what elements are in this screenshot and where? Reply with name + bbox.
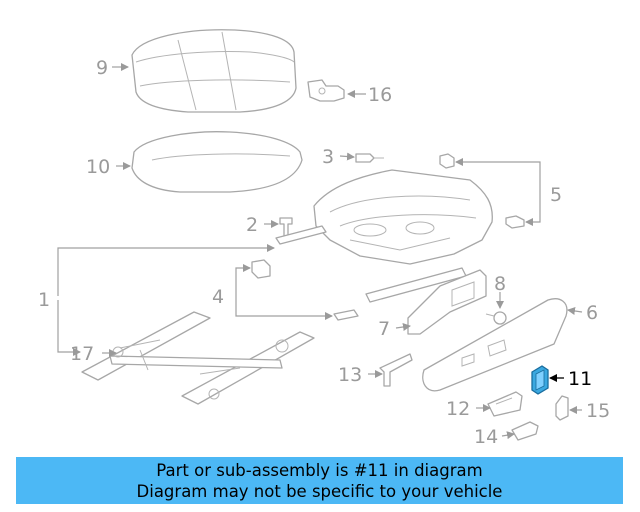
- part-1-track-rail: [275, 225, 327, 245]
- callout-15: 15: [586, 400, 610, 422]
- callout-14: 14: [474, 426, 498, 448]
- part-7-bracket: [407, 269, 487, 335]
- callout-12: 12: [446, 398, 470, 420]
- callout-11-highlighted: 11: [568, 368, 592, 390]
- part-9-cushion-cover: [131, 29, 297, 113]
- part-4-clips: [251, 259, 359, 321]
- callout-labels: 9 16 10 3 5 2 1 4 8 6 7 17 13 11 12 15 1…: [38, 57, 610, 448]
- part-16-bracket: [307, 79, 345, 102]
- part-8-screw: [485, 311, 507, 325]
- part-5-clips: [439, 153, 525, 229]
- callout-16: 16: [368, 84, 392, 106]
- callout-3: 3: [322, 146, 334, 168]
- callout-1: 1: [38, 289, 50, 311]
- leader-lines: [57, 63, 583, 440]
- callout-17: 17: [70, 343, 94, 365]
- part-10-cushion-pad: [131, 131, 303, 193]
- seat-pan-frame: [313, 169, 493, 265]
- callout-2: 2: [246, 214, 258, 236]
- callout-7: 7: [378, 318, 390, 340]
- callout-13: 13: [338, 364, 362, 386]
- part-6-side-shield: [422, 298, 568, 392]
- callout-8: 8: [494, 273, 506, 295]
- callout-6: 6: [586, 302, 598, 324]
- parts-diagram: 9 16 10 3 5 2 1 4 8 6 7 17 13 11 12 15 1…: [38, 29, 610, 448]
- info-banner: Part or sub-assembly is #11 in diagram D…: [16, 457, 623, 504]
- part-14-knob: [511, 421, 539, 441]
- callout-4: 4: [212, 286, 224, 308]
- banner-line-part-number: Part or sub-assembly is #11 in diagram: [156, 461, 483, 480]
- callout-5: 5: [550, 184, 562, 206]
- part-3-bolt: [355, 153, 384, 163]
- callout-10: 10: [86, 156, 110, 178]
- part-11-switch-highlighted: [531, 365, 549, 395]
- banner-line-disclaimer: Diagram may not be specific to your vehi…: [136, 482, 503, 501]
- part-15-knob: [555, 395, 569, 421]
- part-13-bracket: [379, 353, 413, 387]
- part-17-lower-frame: [81, 311, 315, 405]
- part-12-switch: [487, 391, 523, 417]
- callout-9: 9: [96, 57, 108, 79]
